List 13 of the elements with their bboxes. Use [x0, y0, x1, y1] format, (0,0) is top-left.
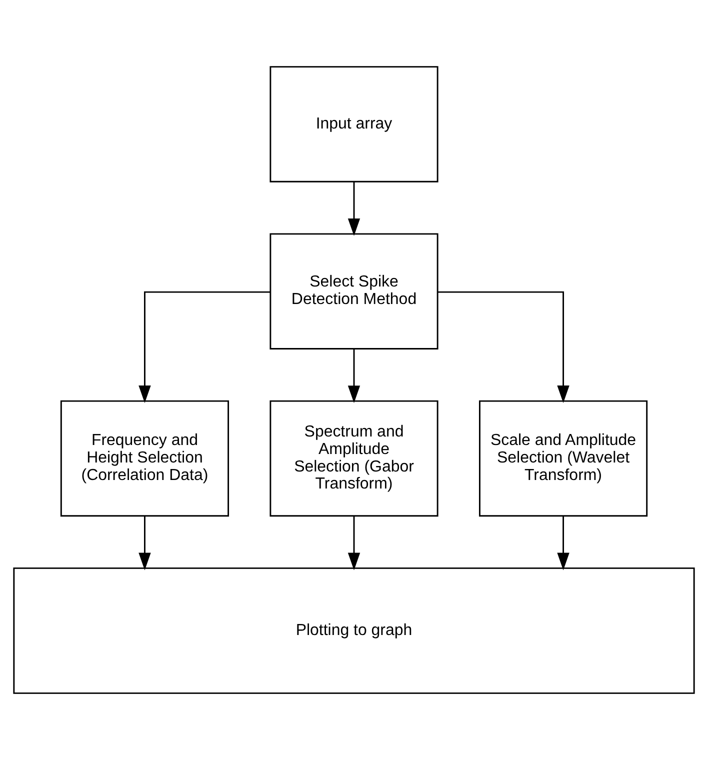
node-box: Spectrum and Amplitude Selection (Gabor Transform): [270, 400, 438, 517]
arrow: [348, 182, 360, 236]
arrow: [138, 516, 151, 570]
node-box: Frequency and Height Selection (Correlation Data): [60, 400, 230, 517]
arrow: [557, 516, 570, 570]
arrow: [348, 348, 360, 404]
node-box: Plotting to graph: [13, 567, 695, 694]
node-box: Select Spike Detection Method: [270, 233, 438, 350]
node-box: Input array: [270, 66, 438, 182]
arrow: [138, 291, 270, 403]
node-box: Scale and Amplitude Selection (Wavelet Transform): [478, 400, 648, 517]
arrow: [438, 291, 570, 403]
arrow: [348, 516, 360, 570]
